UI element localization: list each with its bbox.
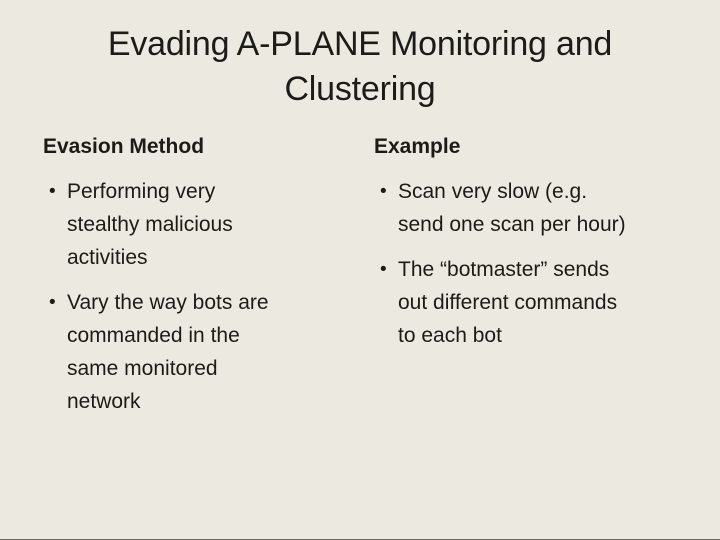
- example-bullet-list: • Scan very slow (e.g. send one scan per…: [374, 175, 720, 352]
- list-item: • Vary the way bots are commanded in the…: [43, 286, 374, 418]
- example-column: Example • Scan very slow (e.g. send one …: [374, 134, 720, 430]
- two-column-layout: Evasion Method • Performing very stealth…: [0, 134, 720, 430]
- bullet-icon: •: [49, 181, 56, 202]
- slide-title: Evading A-PLANE Monitoring and Clusterin…: [107, 25, 613, 108]
- evasion-method-heading: Evasion Method: [43, 135, 205, 158]
- evasion-method-column: Evasion Method • Performing very stealth…: [43, 134, 374, 430]
- bullet-text: The “botmaster” sends out different comm…: [398, 258, 618, 347]
- bullet-text: Performing very stealthy malicious activ…: [67, 180, 233, 269]
- bullet-icon: •: [380, 259, 387, 280]
- evasion-method-bullet-list: • Performing very stealthy malicious act…: [43, 175, 374, 418]
- list-item: • Performing very stealthy malicious act…: [43, 175, 374, 274]
- bullet-text: Vary the way bots are commanded in the s…: [67, 291, 269, 413]
- list-item: • The “botmaster” sends out different co…: [374, 253, 720, 352]
- bullet-icon: •: [380, 181, 387, 202]
- list-item: • Scan very slow (e.g. send one scan per…: [374, 175, 720, 241]
- bullet-text: Scan very slow (e.g. send one scan per h…: [398, 180, 626, 236]
- bullet-icon: •: [49, 292, 56, 313]
- example-heading: Example: [374, 135, 461, 158]
